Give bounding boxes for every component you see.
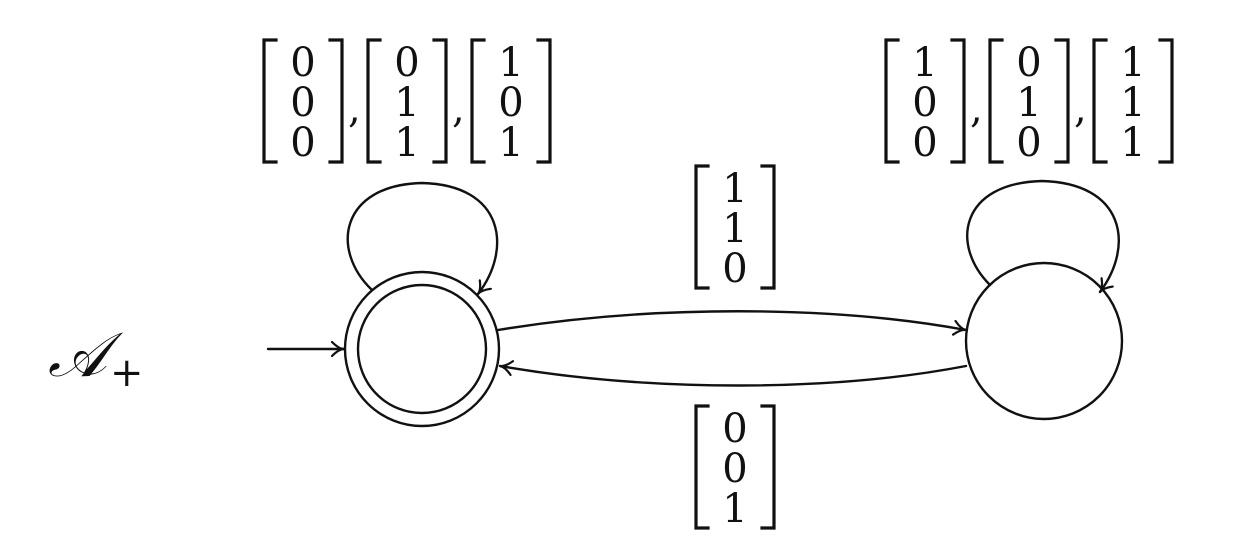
- column-vector: 100: [884, 38, 966, 166]
- vector-entry: 1: [1120, 80, 1145, 126]
- state-q0: [343, 270, 501, 428]
- right-bracket: [950, 38, 966, 164]
- label-loop-q1: 100,010,111: [884, 38, 1174, 166]
- left-bracket: [262, 38, 278, 164]
- column-vector: 010: [988, 38, 1070, 166]
- vector-separator: ,: [452, 86, 465, 132]
- loop-q1-arrow: [966, 179, 1120, 294]
- state-q0-inner-circle: [356, 283, 488, 415]
- vector-entry: 1: [498, 120, 523, 166]
- column-vector: 001: [694, 404, 776, 532]
- left-bracket: [694, 404, 710, 530]
- right-bracket: [760, 404, 776, 530]
- vector-entry: 0: [498, 80, 523, 126]
- vector-entry: 1: [394, 80, 419, 126]
- vector-entry: 1: [1016, 80, 1041, 126]
- column-vector: 101: [470, 38, 552, 166]
- right-bracket: [328, 38, 344, 164]
- automaton-label: 𝒜 +: [48, 318, 144, 396]
- vector-entry: 0: [722, 246, 747, 292]
- label-edge-q0-to-q1: 110: [694, 164, 776, 292]
- column-vector: 110: [694, 164, 776, 292]
- left-bracket: [1092, 38, 1108, 164]
- vector-entry: 1: [1120, 120, 1145, 166]
- vector-entry: 0: [290, 40, 315, 86]
- edge-q1-to-q0: [498, 366, 968, 387]
- vector-separator: ,: [970, 86, 983, 132]
- right-bracket: [432, 38, 448, 164]
- vector-entry: 0: [912, 80, 937, 126]
- left-bracket: [884, 38, 900, 164]
- left-bracket: [366, 38, 382, 164]
- automaton-subscript: +: [110, 350, 144, 396]
- right-bracket: [536, 38, 552, 164]
- label-edge-q1-to-q0: 001: [694, 404, 776, 532]
- vector-entry: 0: [394, 40, 419, 86]
- vector-entry: 1: [498, 40, 523, 86]
- right-bracket: [1158, 38, 1174, 164]
- edge-q0-to-q1: [496, 310, 968, 330]
- vector-separator: ,: [1074, 86, 1087, 132]
- vector-entry: 0: [722, 446, 747, 492]
- vector-entry: 0: [722, 406, 747, 452]
- vector-entry: 1: [722, 206, 747, 252]
- vector-entry: 0: [912, 120, 937, 166]
- vector-entry: 0: [290, 80, 315, 126]
- state-q1-circle: [964, 261, 1124, 421]
- column-vector: 011: [366, 38, 448, 166]
- left-bracket: [988, 38, 1004, 164]
- state-q0-outer-circle: [343, 270, 501, 428]
- vector-entry: 0: [1016, 120, 1041, 166]
- vector-separator: ,: [348, 86, 361, 132]
- left-bracket: [470, 38, 486, 164]
- vector-entry: 0: [1016, 40, 1041, 86]
- right-bracket: [760, 164, 776, 290]
- loop-q0-arrow: [346, 181, 499, 296]
- vector-entry: 0: [290, 120, 315, 166]
- vector-entry: 1: [394, 120, 419, 166]
- left-bracket: [694, 164, 710, 290]
- state-q1: [964, 261, 1124, 421]
- vector-entry: 1: [722, 486, 747, 532]
- vector-entry: 1: [912, 40, 937, 86]
- vector-entry: 1: [722, 166, 747, 212]
- column-vector: 111: [1092, 38, 1174, 166]
- label-loop-q0: 000,011,101: [262, 38, 552, 166]
- column-vector: 000: [262, 38, 344, 166]
- vector-entry: 1: [1120, 40, 1145, 86]
- right-bracket: [1054, 38, 1070, 164]
